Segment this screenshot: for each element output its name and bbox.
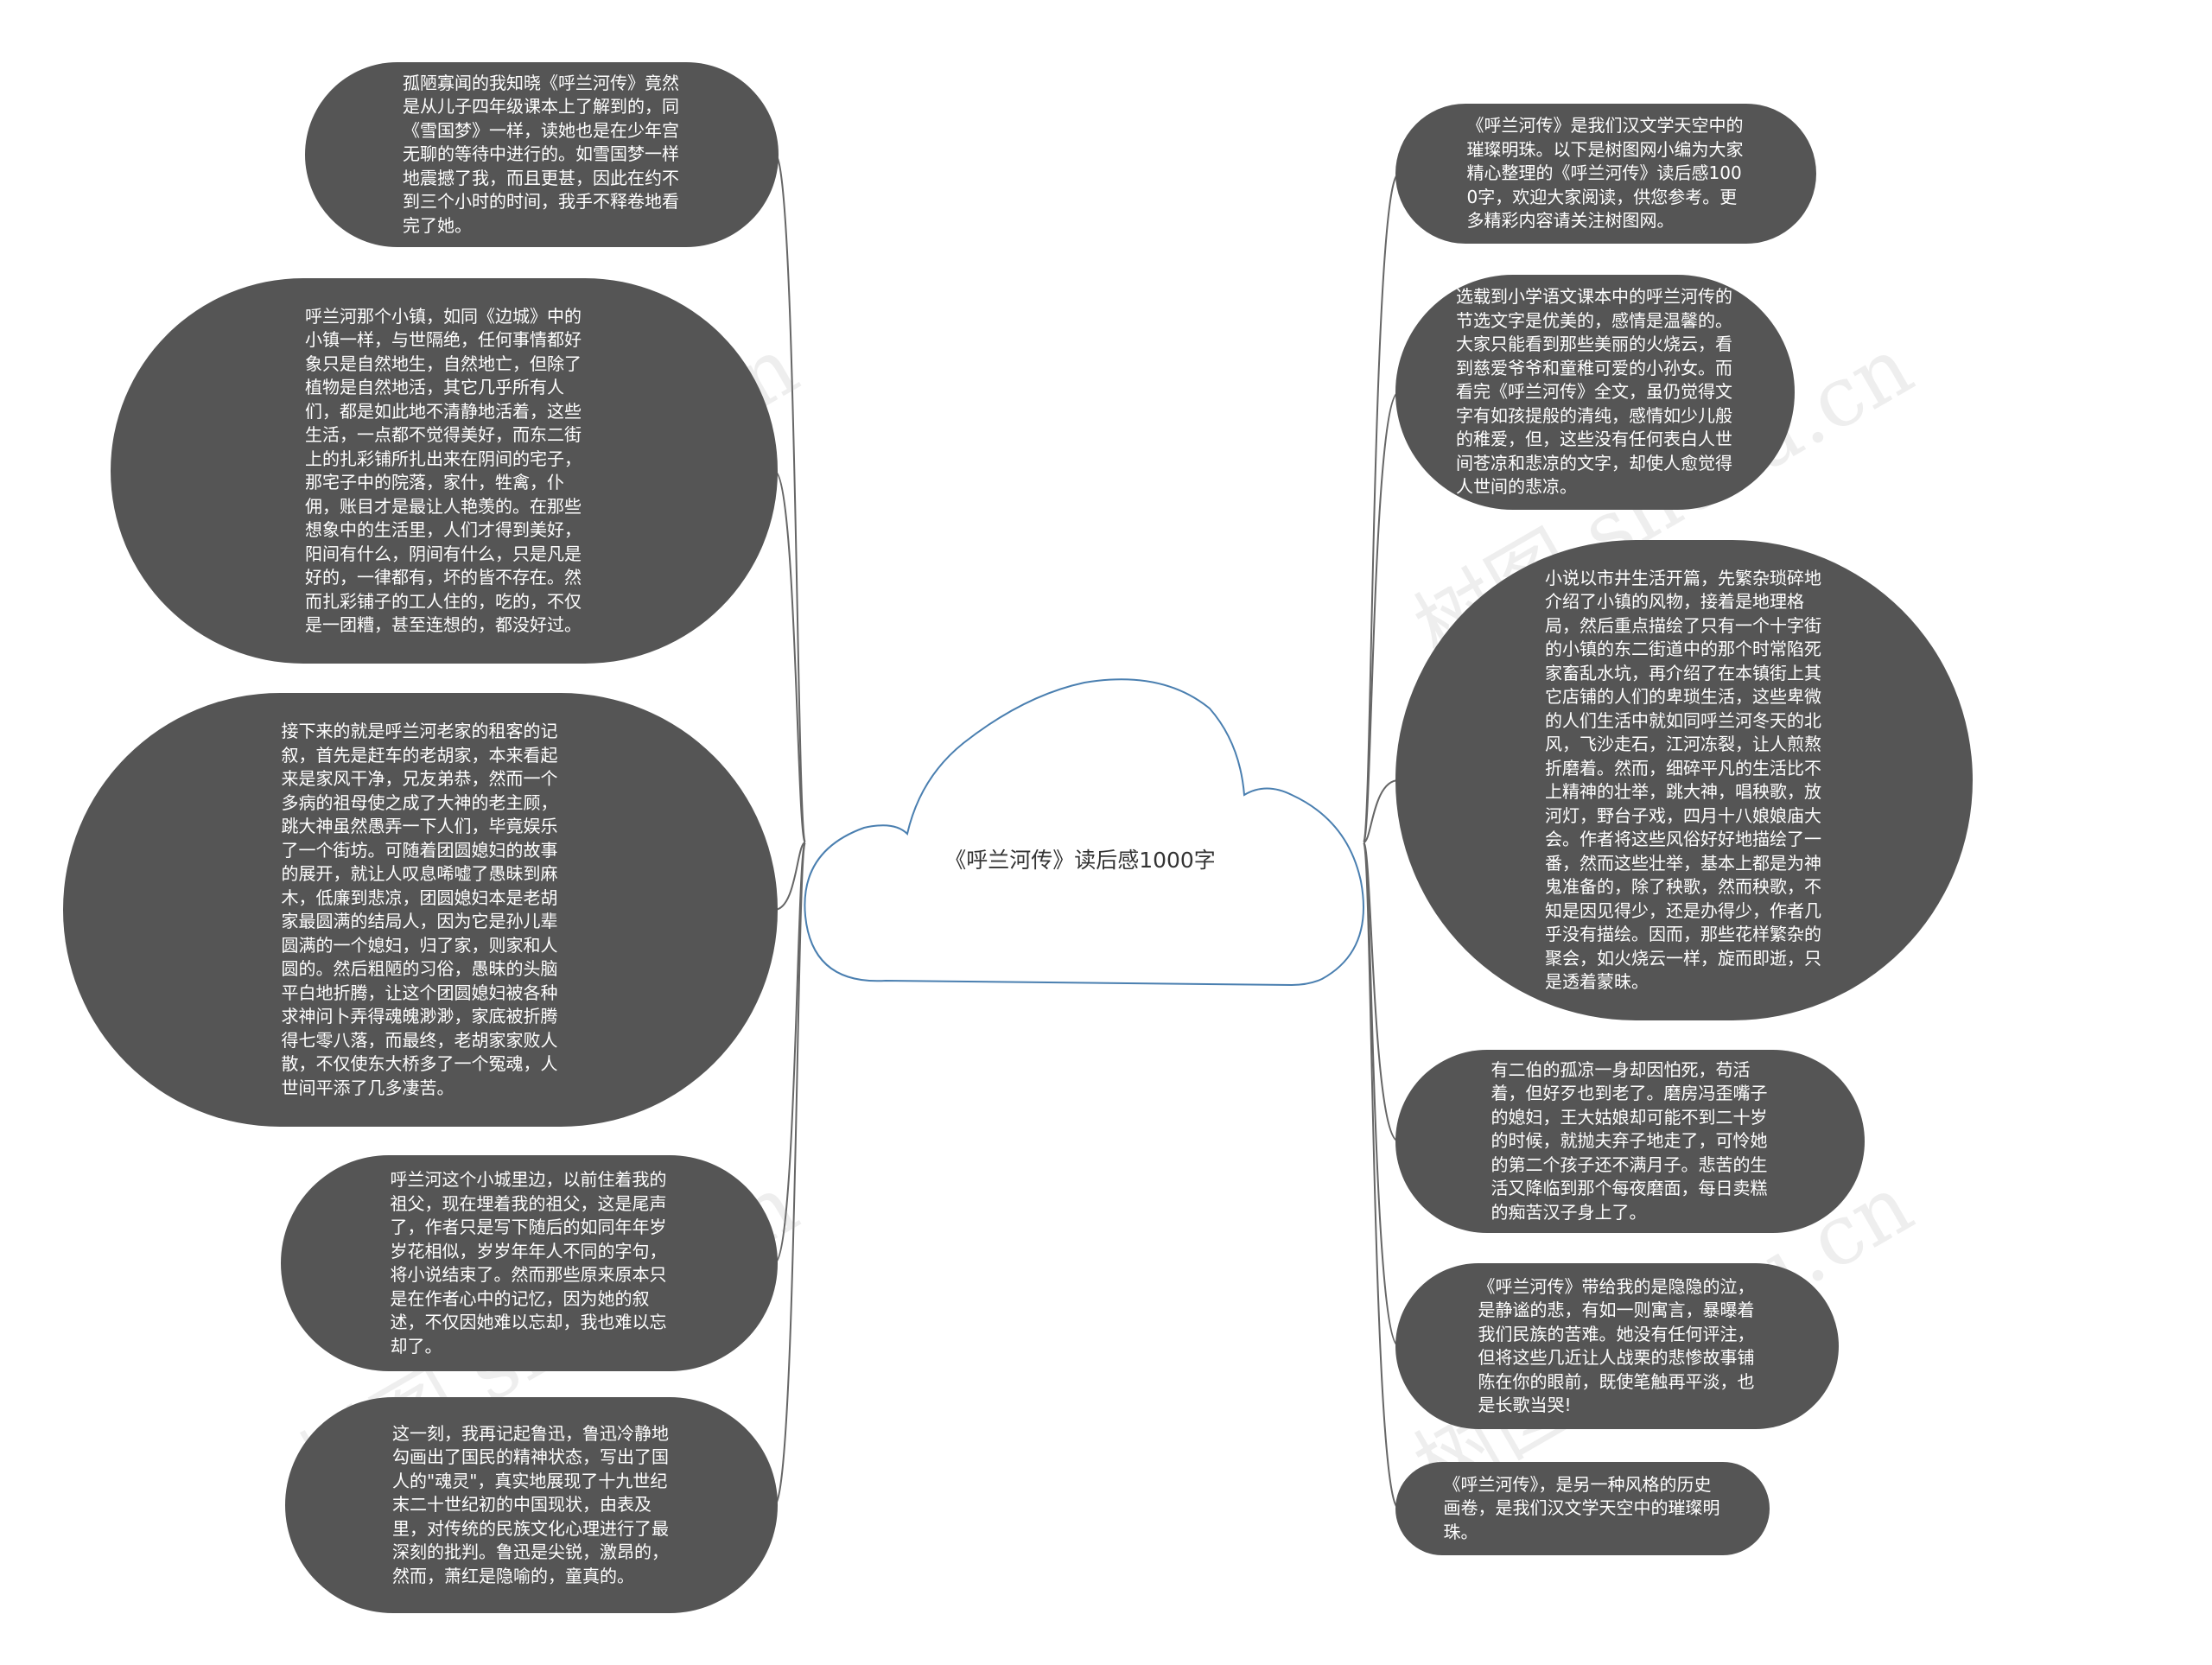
node-text: 呼兰河那个小镇，如同《边城》中的小镇一样，与世隔绝，任何事情都好象只是自然地生，… [305, 305, 582, 636]
node-text: 接下来的就是呼兰河老家的租客的记叙，首先是赶车的老胡家，本来看起来是家风干净，兄… [281, 721, 558, 1098]
node-text: 这一刻，我再记起鲁迅，鲁迅冷静地勾画出了国民的精神状态，写出了国人的"魂灵"，真… [392, 1422, 669, 1586]
node-text: 《呼兰河传》是我们汉文学天空中的璀璨明珠。以下是树图网小编为大家精心整理的《呼兰… [1466, 115, 1744, 232]
node-text: 《呼兰河传》，是另一种风格的历史画卷，是我们汉文学天空中的璀璨明珠。 [1443, 1473, 1720, 1542]
left-node-3[interactable]: 接下来的就是呼兰河老家的租客的记叙，首先是赶车的老胡家，本来看起来是家风干净，兄… [63, 693, 778, 1127]
right-node-3[interactable]: 小说以市井生活开篇，先繁杂琐碎地介绍了小镇的风物，接着是地理格局，然后重点描绘了… [1395, 540, 1973, 1020]
right-node-4[interactable]: 有二伯的孤凉一身却因怕死，苟活着，但好歹也到老了。磨房冯歪嘴子的媳妇，王大姑娘却… [1395, 1050, 1865, 1233]
connector-line [774, 154, 806, 843]
left-node-2[interactable]: 呼兰河那个小镇，如同《边城》中的小镇一样，与世隔绝，任何事情都好象只是自然地生，… [111, 278, 778, 664]
left-node-4[interactable]: 呼兰河这个小城里边，以前住着我的祖父，现在埋着我的祖父，这是尾声了，作者只是写下… [281, 1155, 778, 1371]
connector-line [773, 470, 806, 843]
right-node-1[interactable]: 《呼兰河传》是我们汉文学天空中的璀璨明珠。以下是树图网小编为大家精心整理的《呼兰… [1395, 104, 1816, 244]
connector-line [1363, 173, 1400, 843]
connector-line [1363, 391, 1400, 843]
node-text: 呼兰河这个小城里边，以前住着我的祖父，现在埋着我的祖父，这是尾声了，作者只是写下… [390, 1169, 667, 1357]
connector-line [773, 842, 806, 1506]
connector-line [1363, 779, 1400, 843]
connector-line [1363, 842, 1400, 1142]
central-cloud[interactable] [804, 678, 1364, 987]
right-node-5[interactable]: 《呼兰河传》带给我的是隐隐的泣，是静谧的悲，有如一则寓言，暴曝着我们民族的苦难。… [1395, 1263, 1839, 1429]
right-node-6[interactable]: 《呼兰河传》，是另一种风格的历史画卷，是我们汉文学天空中的璀璨明珠。 [1395, 1462, 1770, 1555]
connector-line [1363, 842, 1400, 1509]
connector-line [773, 842, 806, 911]
right-node-2[interactable]: 选载到小学语文课本中的呼兰河传的节选文字是优美的，感情是温馨的。大家只能看到那些… [1395, 275, 1795, 510]
node-text: 《呼兰河传》带给我的是隐隐的泣，是静谧的悲，有如一则寓言，暴曝着我们民族的苦难。… [1478, 1275, 1755, 1416]
node-text: 有二伯的孤凉一身却因怕死，苟活着，但好歹也到老了。磨房冯歪嘴子的媳妇，王大姑娘却… [1491, 1058, 1768, 1223]
left-node-5[interactable]: 这一刻，我再记起鲁迅，鲁迅冷静地勾画出了国民的精神状态，写出了国人的"魂灵"，真… [285, 1397, 778, 1613]
node-text: 孤陋寡闻的我知晓《呼兰河传》竟然是从儿子四年级课本上了解到的，同《雪国梦》一样，… [403, 72, 679, 236]
node-text: 小说以市井生活开篇，先繁杂琐碎地介绍了小镇的风物，接着是地理格局，然后重点描绘了… [1545, 567, 1821, 993]
node-text: 选载到小学语文课本中的呼兰河传的节选文字是优美的，感情是温馨的。大家只能看到那些… [1456, 286, 1732, 498]
left-node-1[interactable]: 孤陋寡闻的我知晓《呼兰河传》竟然是从儿子四年级课本上了解到的，同《雪国梦》一样，… [305, 62, 779, 247]
central-topic-label: 《呼兰河传》读后感1000字 [944, 848, 1216, 873]
